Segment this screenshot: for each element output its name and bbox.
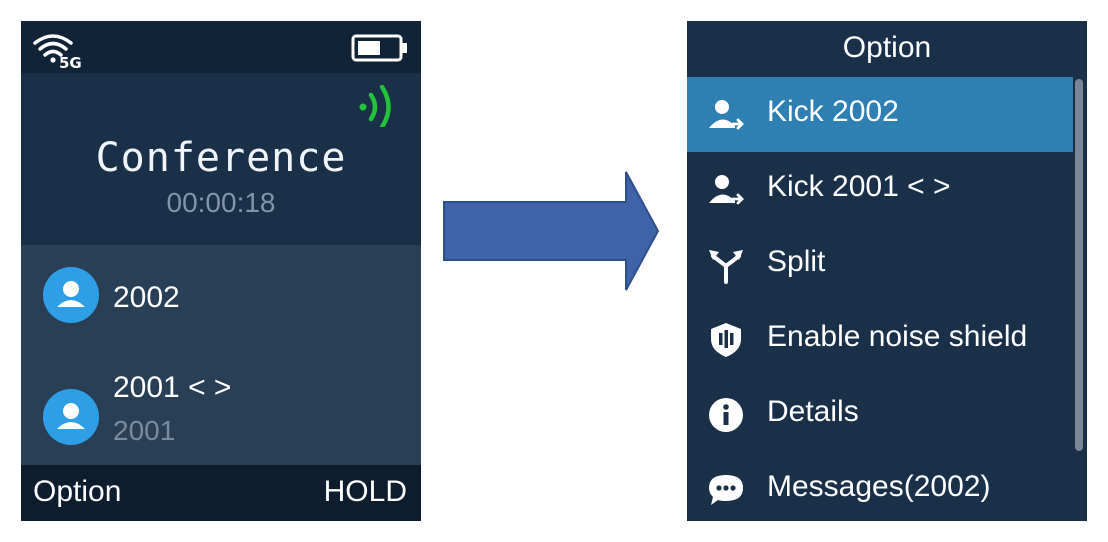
wifi-5g-icon: 5G (33, 34, 82, 69)
right-arrow-icon (443, 171, 660, 291)
avatar (43, 267, 99, 323)
avatar (43, 389, 99, 445)
hold-softkey[interactable]: HOLD (323, 475, 407, 508)
noise-shield-icon (711, 323, 741, 357)
info-icon (709, 398, 743, 432)
battery-icon (351, 34, 407, 62)
call-active-icon (359, 84, 391, 127)
menu-scrollbar[interactable] (1075, 79, 1083, 451)
user-icon (57, 403, 85, 429)
menu-item-label: Split (767, 245, 826, 278)
participant-item[interactable]: 2001 < > 2001 (21, 365, 421, 465)
split-icon (709, 250, 743, 284)
menu-title: Option (687, 21, 1087, 77)
participant-list: 2002 2001 < > 2001 (21, 245, 421, 465)
user-icon (57, 281, 85, 307)
menu-item-label: Kick 2001 < > (767, 170, 951, 203)
participant-name: 2001 < > (113, 371, 232, 404)
menu-item-details[interactable]: Details (687, 377, 1073, 452)
option-softkey[interactable]: Option (33, 475, 122, 508)
participant-name: 2002 (113, 281, 180, 314)
menu-item-kick-2001[interactable]: Kick 2001 < > (687, 152, 1073, 227)
call-header: Conference 00:00:18 (21, 73, 421, 245)
kick-user-icon (709, 175, 744, 205)
call-title: Conference (95, 135, 347, 181)
softkey-bar: Option HOLD (21, 465, 421, 521)
participant-number: 2001 (113, 415, 176, 446)
call-timer: 00:00:18 (166, 187, 276, 218)
menu-item-label: Details (767, 395, 859, 428)
option-menu-screen: Option Kick 2002 Kick 2001 < > (687, 21, 1087, 521)
menu-item-label: Kick 2002 (767, 95, 899, 128)
menu-item-messages[interactable]: Messages(2002) (687, 452, 1073, 521)
status-bar: 5G (21, 21, 421, 73)
message-icon (709, 475, 743, 505)
menu-item-label: Messages(2002) (767, 470, 991, 503)
kick-user-icon (709, 100, 744, 130)
participant-item[interactable]: 2002 (21, 245, 421, 345)
menu-item-split[interactable]: Split (687, 227, 1073, 302)
menu-item-noise-shield[interactable]: Enable noise shield (687, 302, 1073, 377)
wifi-label: 5G (59, 54, 82, 69)
menu-item-kick-2002[interactable]: Kick 2002 (687, 77, 1073, 152)
menu-item-label: Enable noise shield (767, 320, 1028, 353)
conference-call-screen: 5G Conference 00:00:18 2002 (21, 21, 421, 521)
